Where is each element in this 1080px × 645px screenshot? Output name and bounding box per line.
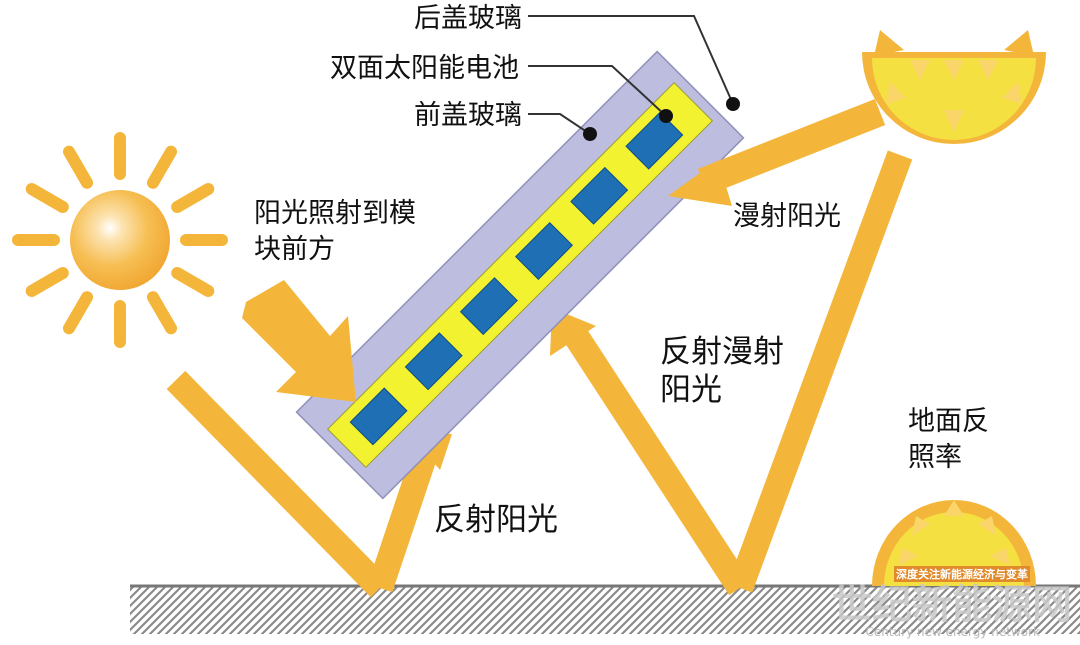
watermark-stamp <box>894 566 1030 582</box>
front-sunlight-arrow <box>242 280 356 402</box>
solar-cell <box>404 332 463 391</box>
label-diffuse: 漫射阳光 <box>733 201 841 232</box>
solar-cell <box>625 111 684 170</box>
solar-cell <box>515 221 574 280</box>
label-bifacial-cell: 双面太阳能电池 <box>330 53 519 84</box>
cell-string <box>349 111 684 446</box>
label-reflected: 反射阳光 <box>434 502 558 538</box>
sun-icon <box>12 132 228 348</box>
callout-lines <box>528 15 734 135</box>
bifacial-panel <box>295 50 745 500</box>
sun-ray <box>63 145 93 189</box>
cell-marker <box>659 109 673 123</box>
sun-ray <box>63 291 93 335</box>
sun-ray <box>171 183 215 213</box>
sun-ray <box>171 267 215 297</box>
watermark-subtitle: Century new energy network <box>865 625 1040 639</box>
label-front-glass: 前盖玻璃 <box>414 100 522 131</box>
label-reflected-diffuse-line1: 反射漫射 <box>660 334 784 370</box>
sun-ray <box>25 183 69 213</box>
label-albedo-line1: 地面反 <box>908 406 989 437</box>
label-rear-glass: 后盖玻璃 <box>414 3 522 34</box>
label-albedo-line2: 照率 <box>908 442 962 473</box>
solar-cell <box>570 166 629 225</box>
label-reflected-diffuse-line2: 阳光 <box>660 372 722 408</box>
solar-cell <box>459 277 518 336</box>
rear-glass-marker <box>726 97 740 111</box>
solar-cell <box>349 387 408 446</box>
watermark-title: 世纪新能源网 <box>832 581 1072 628</box>
diffuse-sunlight-arrow <box>668 98 886 206</box>
ground-albedo-icon: 深度关注新能源经济与变革 <box>872 500 1036 586</box>
sun-ray <box>25 267 69 297</box>
label-front-light-line2: 块前方 <box>254 234 335 265</box>
diffuse-sky-icon <box>862 30 1046 144</box>
label-front-light-line1: 阳光照射到模 <box>254 198 416 229</box>
ground <box>130 584 1080 634</box>
sun-ray <box>147 291 177 335</box>
sun-ray <box>147 145 177 189</box>
watermark-stamp-text: 深度关注新能源经济与变革 <box>896 567 1028 581</box>
front-glass-marker <box>583 127 597 141</box>
